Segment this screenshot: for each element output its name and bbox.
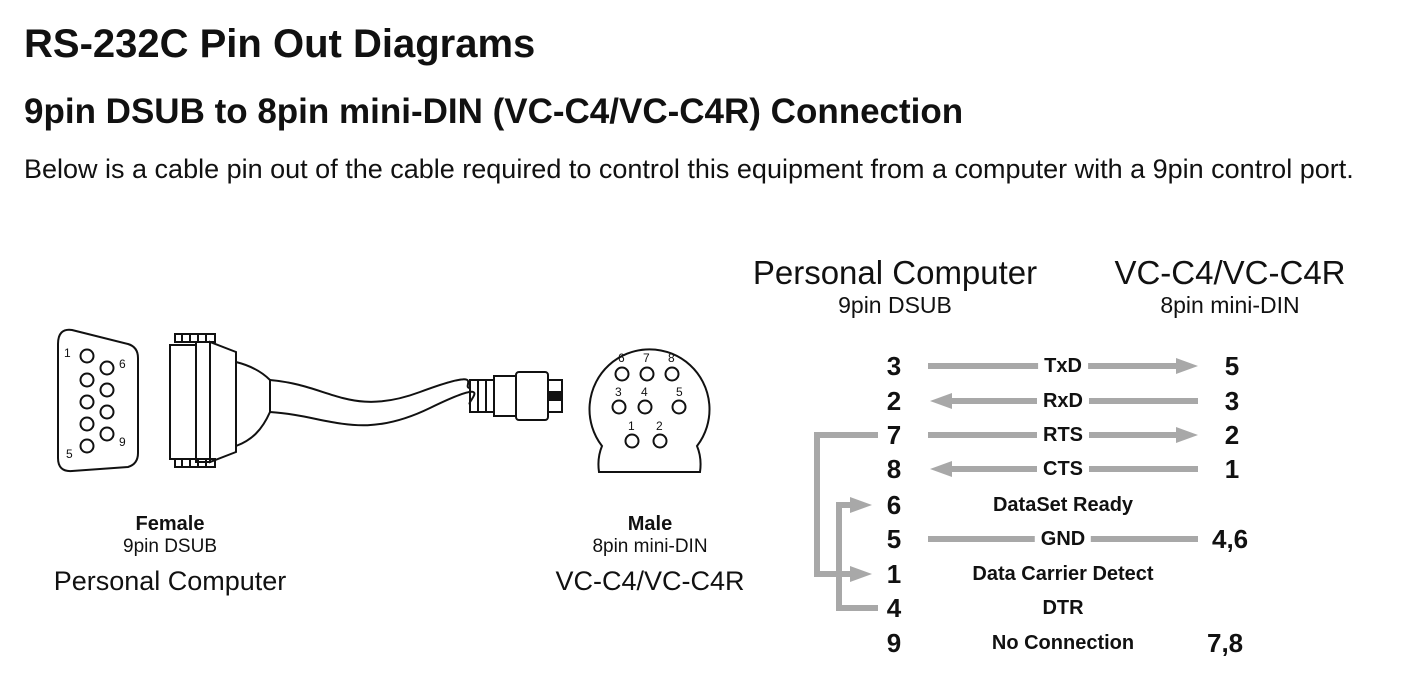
din-pin-label: 5 xyxy=(676,385,683,399)
din-pin-label: 1 xyxy=(628,419,635,433)
page-title: RS-232C Pin Out Diagrams xyxy=(24,22,536,66)
male-device: VC-C4/VC-C4R xyxy=(555,566,745,596)
left-pin: 5 xyxy=(886,524,902,554)
left-header-device: Personal Computer xyxy=(752,254,1038,291)
right-pin: 1 xyxy=(1224,454,1240,484)
male-gender: Male xyxy=(627,513,673,535)
dsub-pin-label: 9 xyxy=(119,435,126,449)
left-pin: 6 xyxy=(886,490,902,520)
female-device: Personal Computer xyxy=(53,566,287,596)
din-pin-label: 6 xyxy=(618,351,625,365)
left-pin: 9 xyxy=(886,628,902,658)
signal-label: TxD xyxy=(1038,353,1088,379)
female-gender: Female xyxy=(135,513,205,535)
left-pin: 8 xyxy=(886,454,902,484)
left-pin: 4 xyxy=(886,593,902,623)
dsub-pin-label: 5 xyxy=(66,447,73,461)
din-pin-label: 4 xyxy=(641,385,648,399)
signal-label: RxD xyxy=(1036,388,1090,414)
dsub-face xyxy=(57,328,139,473)
din-pin-label: 7 xyxy=(643,351,650,365)
left-pin: 2 xyxy=(886,386,902,416)
dsub-pin-label: 1 xyxy=(64,346,71,360)
male-caption: Male 8pin mini-DIN xyxy=(560,513,740,558)
dsub-pin-label: 6 xyxy=(119,357,126,371)
din-pin-label: 8 xyxy=(668,351,675,365)
wiring-left-header: Personal Computer 9pin DSUB xyxy=(730,254,1060,319)
mini-din-pins xyxy=(611,366,687,449)
right-pin: 5 xyxy=(1224,351,1240,381)
right-pin: 2 xyxy=(1224,420,1240,450)
signal-label: Data Carrier Detect xyxy=(966,561,1160,587)
din-pin-label: 3 xyxy=(615,385,622,399)
left-header-type: 9pin DSUB xyxy=(838,292,952,318)
right-pin: 7,8 xyxy=(1207,628,1244,658)
female-caption: Female 9pin DSUB xyxy=(90,513,250,558)
right-header-type: 8pin mini-DIN xyxy=(1160,292,1300,318)
right-pin: 3 xyxy=(1224,386,1240,416)
signal-label: DataSet Ready xyxy=(986,492,1140,518)
female-type: 9pin DSUB xyxy=(123,536,217,557)
left-pin: 1 xyxy=(886,559,902,589)
intro-text: Below is a cable pin out of the cable re… xyxy=(24,154,1354,184)
page-subtitle: 9pin DSUB to 8pin mini-DIN (VC-C4/VC-C4R… xyxy=(24,92,964,131)
signal-label: GND xyxy=(1034,526,1092,552)
right-pin: 4,6 xyxy=(1212,524,1249,554)
signal-label: No Connection xyxy=(985,630,1141,656)
wiring-right-header: VC-C4/VC-C4R 8pin mini-DIN xyxy=(1090,254,1370,319)
left-pin: 7 xyxy=(886,420,902,450)
male-type: 8pin mini-DIN xyxy=(592,536,708,557)
dsub-pins xyxy=(79,348,115,454)
signal-label: DTR xyxy=(1036,595,1090,621)
mini-din-face xyxy=(588,348,711,473)
left-pin: 3 xyxy=(886,351,902,381)
din-pin-label: 2 xyxy=(656,419,663,433)
signal-label: RTS xyxy=(1037,422,1089,448)
signal-label: CTS xyxy=(1037,456,1089,482)
dsub-shell xyxy=(209,340,237,464)
right-header-device: VC-C4/VC-C4R xyxy=(1114,254,1346,291)
